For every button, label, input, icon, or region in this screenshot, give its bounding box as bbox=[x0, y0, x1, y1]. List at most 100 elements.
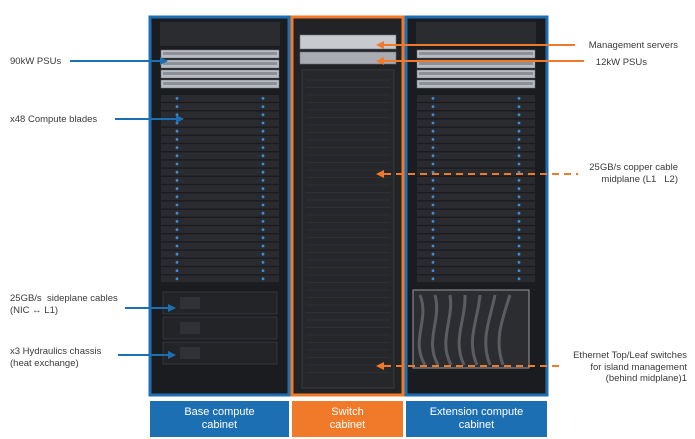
label-90kw-psus: 90kW PSUs bbox=[10, 56, 62, 67]
extension-blade-led-left-11 bbox=[431, 187, 435, 191]
base-top-cap bbox=[160, 22, 280, 46]
extension-psu-slot-1 bbox=[419, 62, 533, 65]
extension-blade-led-left-6 bbox=[431, 146, 435, 150]
base-blade-led-right-14 bbox=[261, 211, 265, 215]
base-blade-led-left-6 bbox=[175, 146, 179, 150]
base-blade-8 bbox=[161, 160, 279, 168]
extension-blade-led-right-11 bbox=[517, 187, 521, 191]
hydraulics-vent-0 bbox=[180, 297, 200, 309]
label-sideplane-cables: 25GB/s sideplane cables (NIC ↔ L1) bbox=[10, 293, 118, 316]
base-blade-led-right-22 bbox=[261, 277, 265, 281]
extension-blade-0 bbox=[417, 95, 535, 102]
callout-90kw-arrow bbox=[160, 57, 168, 65]
switch-psu-unit bbox=[299, 51, 397, 65]
label-ethernet-switches: Ethernet Top/Leaf switches for island ma… bbox=[573, 350, 687, 384]
base-blade-20 bbox=[161, 259, 279, 266]
extension-blade-19 bbox=[417, 250, 535, 258]
base-blade-6 bbox=[161, 144, 279, 151]
base-psu-slot-0 bbox=[163, 52, 277, 55]
sideplane-cable-3 bbox=[457, 294, 467, 366]
sideplane-cable-4 bbox=[470, 294, 482, 366]
base-blade-led-right-3 bbox=[261, 121, 265, 125]
extension-blade-led-left-14 bbox=[431, 211, 435, 215]
callout-midplane-arrow bbox=[376, 170, 384, 178]
extension-blade-led-left-9 bbox=[431, 170, 435, 174]
sideplane-cable-5 bbox=[484, 294, 497, 366]
extension-blade-12 bbox=[417, 193, 535, 201]
extension-blade-led-right-1 bbox=[517, 105, 521, 108]
callout-12kw-arrow bbox=[376, 57, 384, 65]
base-blade-18 bbox=[161, 242, 279, 250]
extension-blade-21 bbox=[417, 267, 535, 274]
base-blade-led-left-20 bbox=[175, 261, 179, 264]
base-blade-led-left-10 bbox=[175, 179, 179, 182]
base-blade-led-left-5 bbox=[175, 138, 179, 141]
extension-blade-led-right-9 bbox=[517, 170, 521, 174]
base-blade-led-right-18 bbox=[261, 244, 265, 248]
callout-hydraulics-arrow bbox=[168, 351, 176, 359]
base-blade-led-left-13 bbox=[175, 203, 179, 207]
extension-blade-13 bbox=[417, 201, 535, 209]
extension-psu-slot-0 bbox=[419, 52, 533, 55]
extension-blade-led-left-20 bbox=[431, 261, 435, 264]
callout-blades-arrow bbox=[176, 115, 184, 123]
extension-blade-6 bbox=[417, 144, 535, 151]
base-psu-slot-1 bbox=[163, 62, 277, 65]
extension-blade-9 bbox=[417, 168, 535, 176]
base-blade-led-left-19 bbox=[175, 252, 179, 256]
extension-blade-18 bbox=[417, 242, 535, 250]
extension-psu-slot-3 bbox=[419, 82, 533, 85]
base-blade-led-left-4 bbox=[175, 129, 179, 133]
base-blade-led-right-7 bbox=[261, 154, 265, 158]
callout-sideplane-arrow bbox=[168, 304, 176, 312]
base-blade-1 bbox=[161, 103, 279, 110]
base-blade-led-right-11 bbox=[261, 187, 265, 191]
extension-blade-led-left-19 bbox=[431, 252, 435, 256]
extension-blade-led-left-18 bbox=[431, 244, 435, 248]
extension-blade-led-right-21 bbox=[517, 269, 521, 272]
base-blade-11 bbox=[161, 185, 279, 192]
extension-blade-20 bbox=[417, 259, 535, 266]
extension-blade-led-right-7 bbox=[517, 154, 521, 158]
extension-blade-led-left-21 bbox=[431, 269, 435, 272]
extension-blade-led-right-0 bbox=[517, 97, 521, 100]
base-blade-led-right-21 bbox=[261, 269, 265, 272]
base-blade-19 bbox=[161, 250, 279, 258]
extension-blade-led-left-7 bbox=[431, 154, 435, 158]
base-blade-led-right-0 bbox=[261, 97, 265, 100]
footer-extension-compute-cabinet: Extension compute cabinet bbox=[406, 401, 547, 437]
extension-blade-led-right-14 bbox=[517, 211, 521, 215]
extension-blade-led-right-8 bbox=[517, 162, 521, 166]
base-blade-3 bbox=[161, 119, 279, 127]
base-blade-led-left-22 bbox=[175, 277, 179, 281]
base-blade-led-right-8 bbox=[261, 162, 265, 166]
base-blade-14 bbox=[161, 209, 279, 217]
extension-blade-led-left-4 bbox=[431, 129, 435, 133]
callout-management-arrow bbox=[376, 41, 384, 49]
base-psu-slot-2 bbox=[163, 72, 277, 75]
base-blade-led-right-10 bbox=[261, 179, 265, 182]
base-blade-16 bbox=[161, 226, 279, 233]
base-blade-led-left-11 bbox=[175, 187, 179, 191]
extension-top-cap bbox=[416, 22, 536, 46]
extension-blade-led-left-1 bbox=[431, 105, 435, 108]
extension-blade-7 bbox=[417, 152, 535, 160]
base-blade-led-right-19 bbox=[261, 252, 265, 256]
base-blade-led-right-5 bbox=[261, 138, 265, 141]
base-blade-9 bbox=[161, 168, 279, 176]
extension-blade-led-right-12 bbox=[517, 195, 521, 199]
base-blade-led-left-8 bbox=[175, 162, 179, 166]
base-blade-led-right-1 bbox=[261, 105, 265, 108]
label-management-servers: Management servers bbox=[588, 40, 678, 51]
label-compute-blades: x48 Compute blades bbox=[10, 114, 98, 125]
extension-blade-1 bbox=[417, 103, 535, 110]
base-blade-5 bbox=[161, 136, 279, 143]
sideplane-cable-0 bbox=[417, 294, 427, 366]
base-blade-led-left-15 bbox=[175, 220, 179, 223]
extension-blade-led-left-16 bbox=[431, 228, 435, 232]
extension-blade-15 bbox=[417, 218, 535, 225]
extension-blade-2 bbox=[417, 111, 535, 119]
extension-blade-5 bbox=[417, 136, 535, 143]
management-server-unit bbox=[299, 34, 397, 50]
label-copper-midplane: 25GB/s copper cable midplane (L1 L2) bbox=[589, 162, 678, 185]
